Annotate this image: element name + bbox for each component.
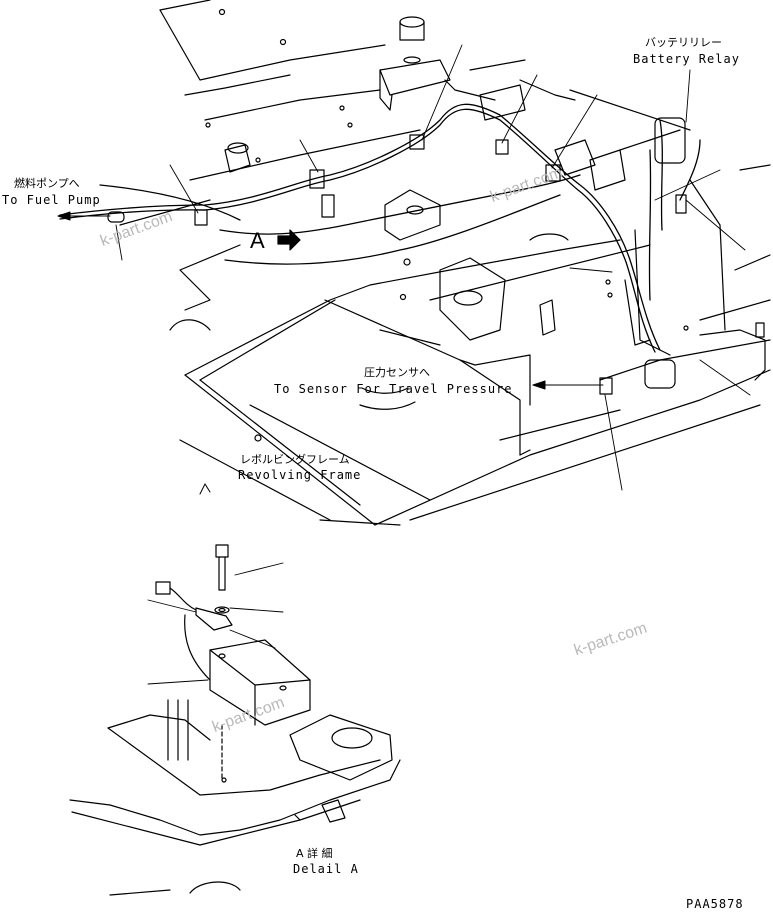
revolving-frame-label-jp: レボルビングフレーム [240, 453, 350, 466]
frame-arrow [199, 483, 211, 495]
view-a-marker: A [250, 228, 265, 253]
fuel-pump-label-jp: 燃料ポンプへ [14, 177, 80, 190]
view-a-arrow [277, 229, 301, 251]
detail-a-bolt [214, 544, 230, 614]
revolving-frame-label: Revolving Frame [238, 468, 362, 482]
detail-a-label: Delail A [293, 862, 359, 876]
detail-a-leaders [147, 562, 284, 685]
battery-relay-label: Battery Relay [633, 52, 740, 66]
drawing-code: PAA5878 [686, 897, 744, 911]
sensor-arrow [532, 380, 604, 390]
revolving-frame-outline [119, 0, 771, 526]
brackets [169, 84, 626, 341]
battery-relay-label-jp: バッテリリレー [645, 36, 722, 49]
sensor-label-jp: 圧力センサへ [364, 366, 430, 379]
fuel-tank-cap [379, 16, 451, 111]
detail-a-relay-box [209, 639, 311, 783]
detail-a-label-jp: A 詳 細 [296, 847, 333, 860]
fuel-pump-arrow [57, 211, 111, 221]
frame-curves [359, 387, 416, 410]
leader-lines [115, 44, 751, 491]
detail-a-frame [69, 699, 401, 896]
detail-a-plug [155, 581, 233, 681]
fuel-pump-label: To Fuel Pump [2, 193, 101, 207]
sensor-label: To Sensor For Travel Pressure [274, 382, 513, 396]
bolt-holes [205, 8, 689, 442]
